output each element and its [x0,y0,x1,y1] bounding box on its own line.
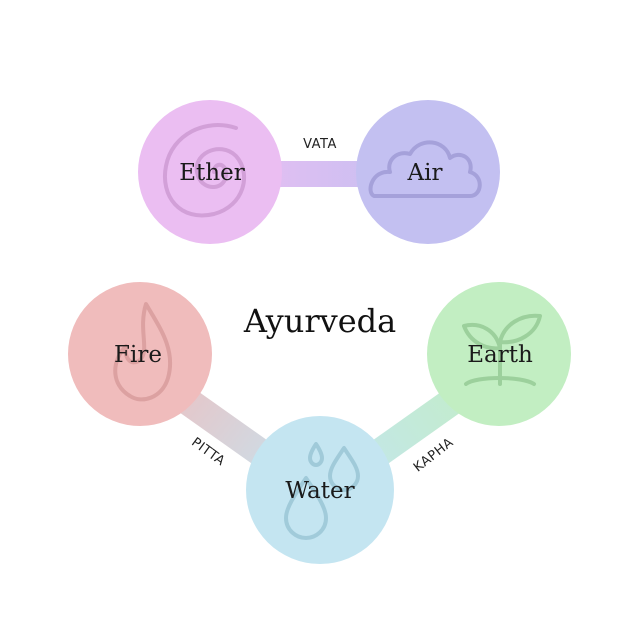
dosha-label-vata: VATA [303,137,337,152]
element-water: Water [246,416,394,564]
fire-label: Fire [114,342,162,368]
spiral-icon [162,123,246,218]
sprout-icon [462,313,542,386]
diagram-title: Ayurveda [243,302,396,340]
element-earth: Earth [427,282,571,426]
element-fire: Fire [68,282,212,426]
element-air: Air [356,100,500,244]
earth-label: Earth [467,342,533,368]
ether-label: Ether [179,160,244,186]
fire-circle [68,282,212,426]
flame-icon [113,302,173,402]
water-circle [246,416,394,564]
ether-circle [138,100,282,244]
cloud-icon [368,140,482,198]
element-ether: Ether [138,100,282,244]
air-label: Air [407,160,443,186]
water-drops-icon [284,442,360,540]
air-circle [356,100,500,244]
water-label: Water [285,478,354,504]
